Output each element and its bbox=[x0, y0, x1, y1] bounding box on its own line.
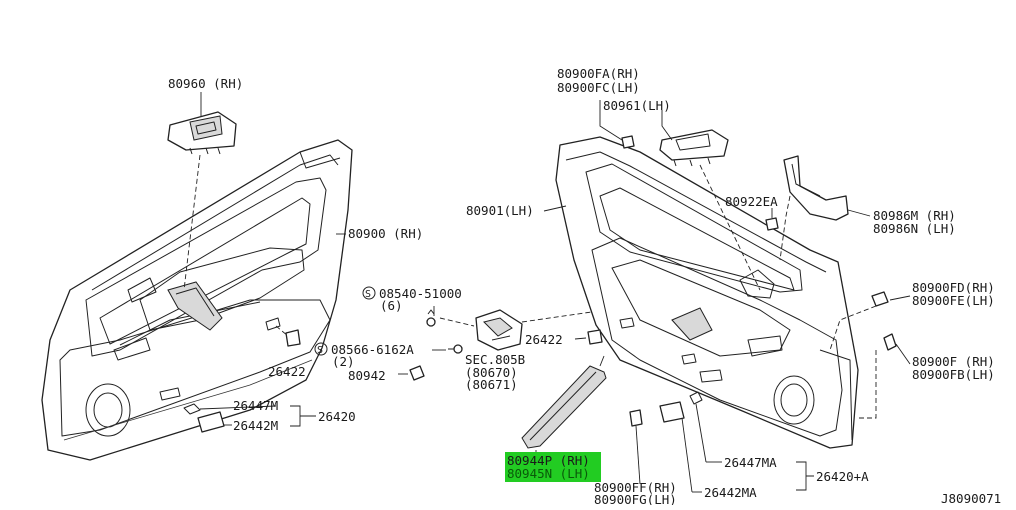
label-08566-qty: (2) bbox=[332, 354, 355, 369]
label-26447m: 26447M bbox=[233, 398, 278, 413]
label-08566: 08566-6162A bbox=[331, 342, 414, 357]
inside-handle-sec805b bbox=[475, 309, 523, 351]
svg-text:S: S bbox=[365, 289, 371, 300]
bracket-80986m bbox=[783, 155, 849, 221]
label-26420: 26420 bbox=[318, 409, 356, 424]
clip-26447m bbox=[183, 403, 201, 415]
screw-08540 bbox=[426, 309, 436, 327]
label-08540: 08540-51000 bbox=[379, 286, 462, 301]
label-80961-lh: 80961(LH) bbox=[603, 98, 671, 113]
label-26422-left: 26422 bbox=[268, 364, 306, 379]
label-80900fd-rh: 80900FD(RH) bbox=[912, 280, 995, 295]
label-80944p-rh: 80944P (RH) bbox=[507, 453, 590, 468]
label-sec805b: SEC.805B bbox=[465, 352, 525, 367]
s-mark-08566: S bbox=[314, 342, 328, 356]
label-80900fb-lh: 80900FB(LH) bbox=[912, 367, 995, 382]
clip-80922ea bbox=[765, 217, 779, 231]
door-trim-panel-lh bbox=[555, 136, 859, 449]
finisher-strip-80944p bbox=[521, 355, 607, 449]
label-80901-lh: 80901(LH) bbox=[466, 203, 534, 218]
switch-bezel-80960-rh bbox=[167, 111, 237, 155]
pad-26422-left bbox=[285, 329, 301, 347]
switch-bezel-80961-lh bbox=[659, 129, 729, 167]
highlight-80944p bbox=[505, 452, 601, 482]
label-sec-80671: (80671) bbox=[465, 377, 518, 392]
label-26422-right: 26422 bbox=[525, 332, 563, 347]
clip-80900ff bbox=[629, 409, 643, 427]
pad-26422-right bbox=[587, 329, 603, 345]
cap-80942 bbox=[409, 365, 425, 381]
label-80900ff-rh: 80900FF(RH) bbox=[594, 480, 677, 495]
label-80942: 80942 bbox=[348, 368, 386, 383]
label-26420a: 26420+A bbox=[816, 469, 869, 484]
label-26442ma: 26442MA bbox=[704, 485, 757, 500]
label-80986m-rh: 80986M (RH) bbox=[873, 208, 956, 223]
label-26442m: 26442M bbox=[233, 418, 278, 433]
label-80900fe-lh: 80900FE(LH) bbox=[912, 293, 995, 308]
label-80945n-lh: 80945N (LH) bbox=[507, 466, 590, 481]
label-80986n-lh: 80986N (LH) bbox=[873, 221, 956, 236]
label-80900fg-lh: 80900FG(LH) bbox=[594, 492, 677, 505]
clip-80900fd bbox=[871, 291, 889, 307]
cover-26442m bbox=[197, 411, 225, 433]
clip-80900f bbox=[883, 333, 897, 351]
screw-08566 bbox=[448, 344, 463, 354]
label-26447ma: 26447MA bbox=[724, 455, 777, 470]
cover-26442ma bbox=[659, 401, 685, 423]
label-sec-80670: (80670) bbox=[465, 365, 518, 380]
clip-26447ma bbox=[689, 391, 703, 405]
door-trim-panel-rh bbox=[41, 139, 353, 461]
diagram-id: J8090071 bbox=[941, 491, 1001, 505]
s-mark-08540: S bbox=[362, 286, 376, 300]
svg-text:S: S bbox=[317, 345, 323, 356]
clip-80900fa bbox=[621, 135, 635, 149]
label-08540-qty: (6) bbox=[380, 298, 403, 313]
label-80900fc-lh: 80900FC(LH) bbox=[557, 80, 640, 95]
label-80900-rh: 80900 (RH) bbox=[348, 226, 423, 241]
label-80922ea: 80922EA bbox=[725, 194, 778, 209]
label-80900fa-rh: 80900FA(RH) bbox=[557, 66, 640, 81]
label-80960-rh: 80960 (RH) bbox=[168, 76, 243, 91]
label-80900f-rh: 80900F (RH) bbox=[912, 354, 995, 369]
